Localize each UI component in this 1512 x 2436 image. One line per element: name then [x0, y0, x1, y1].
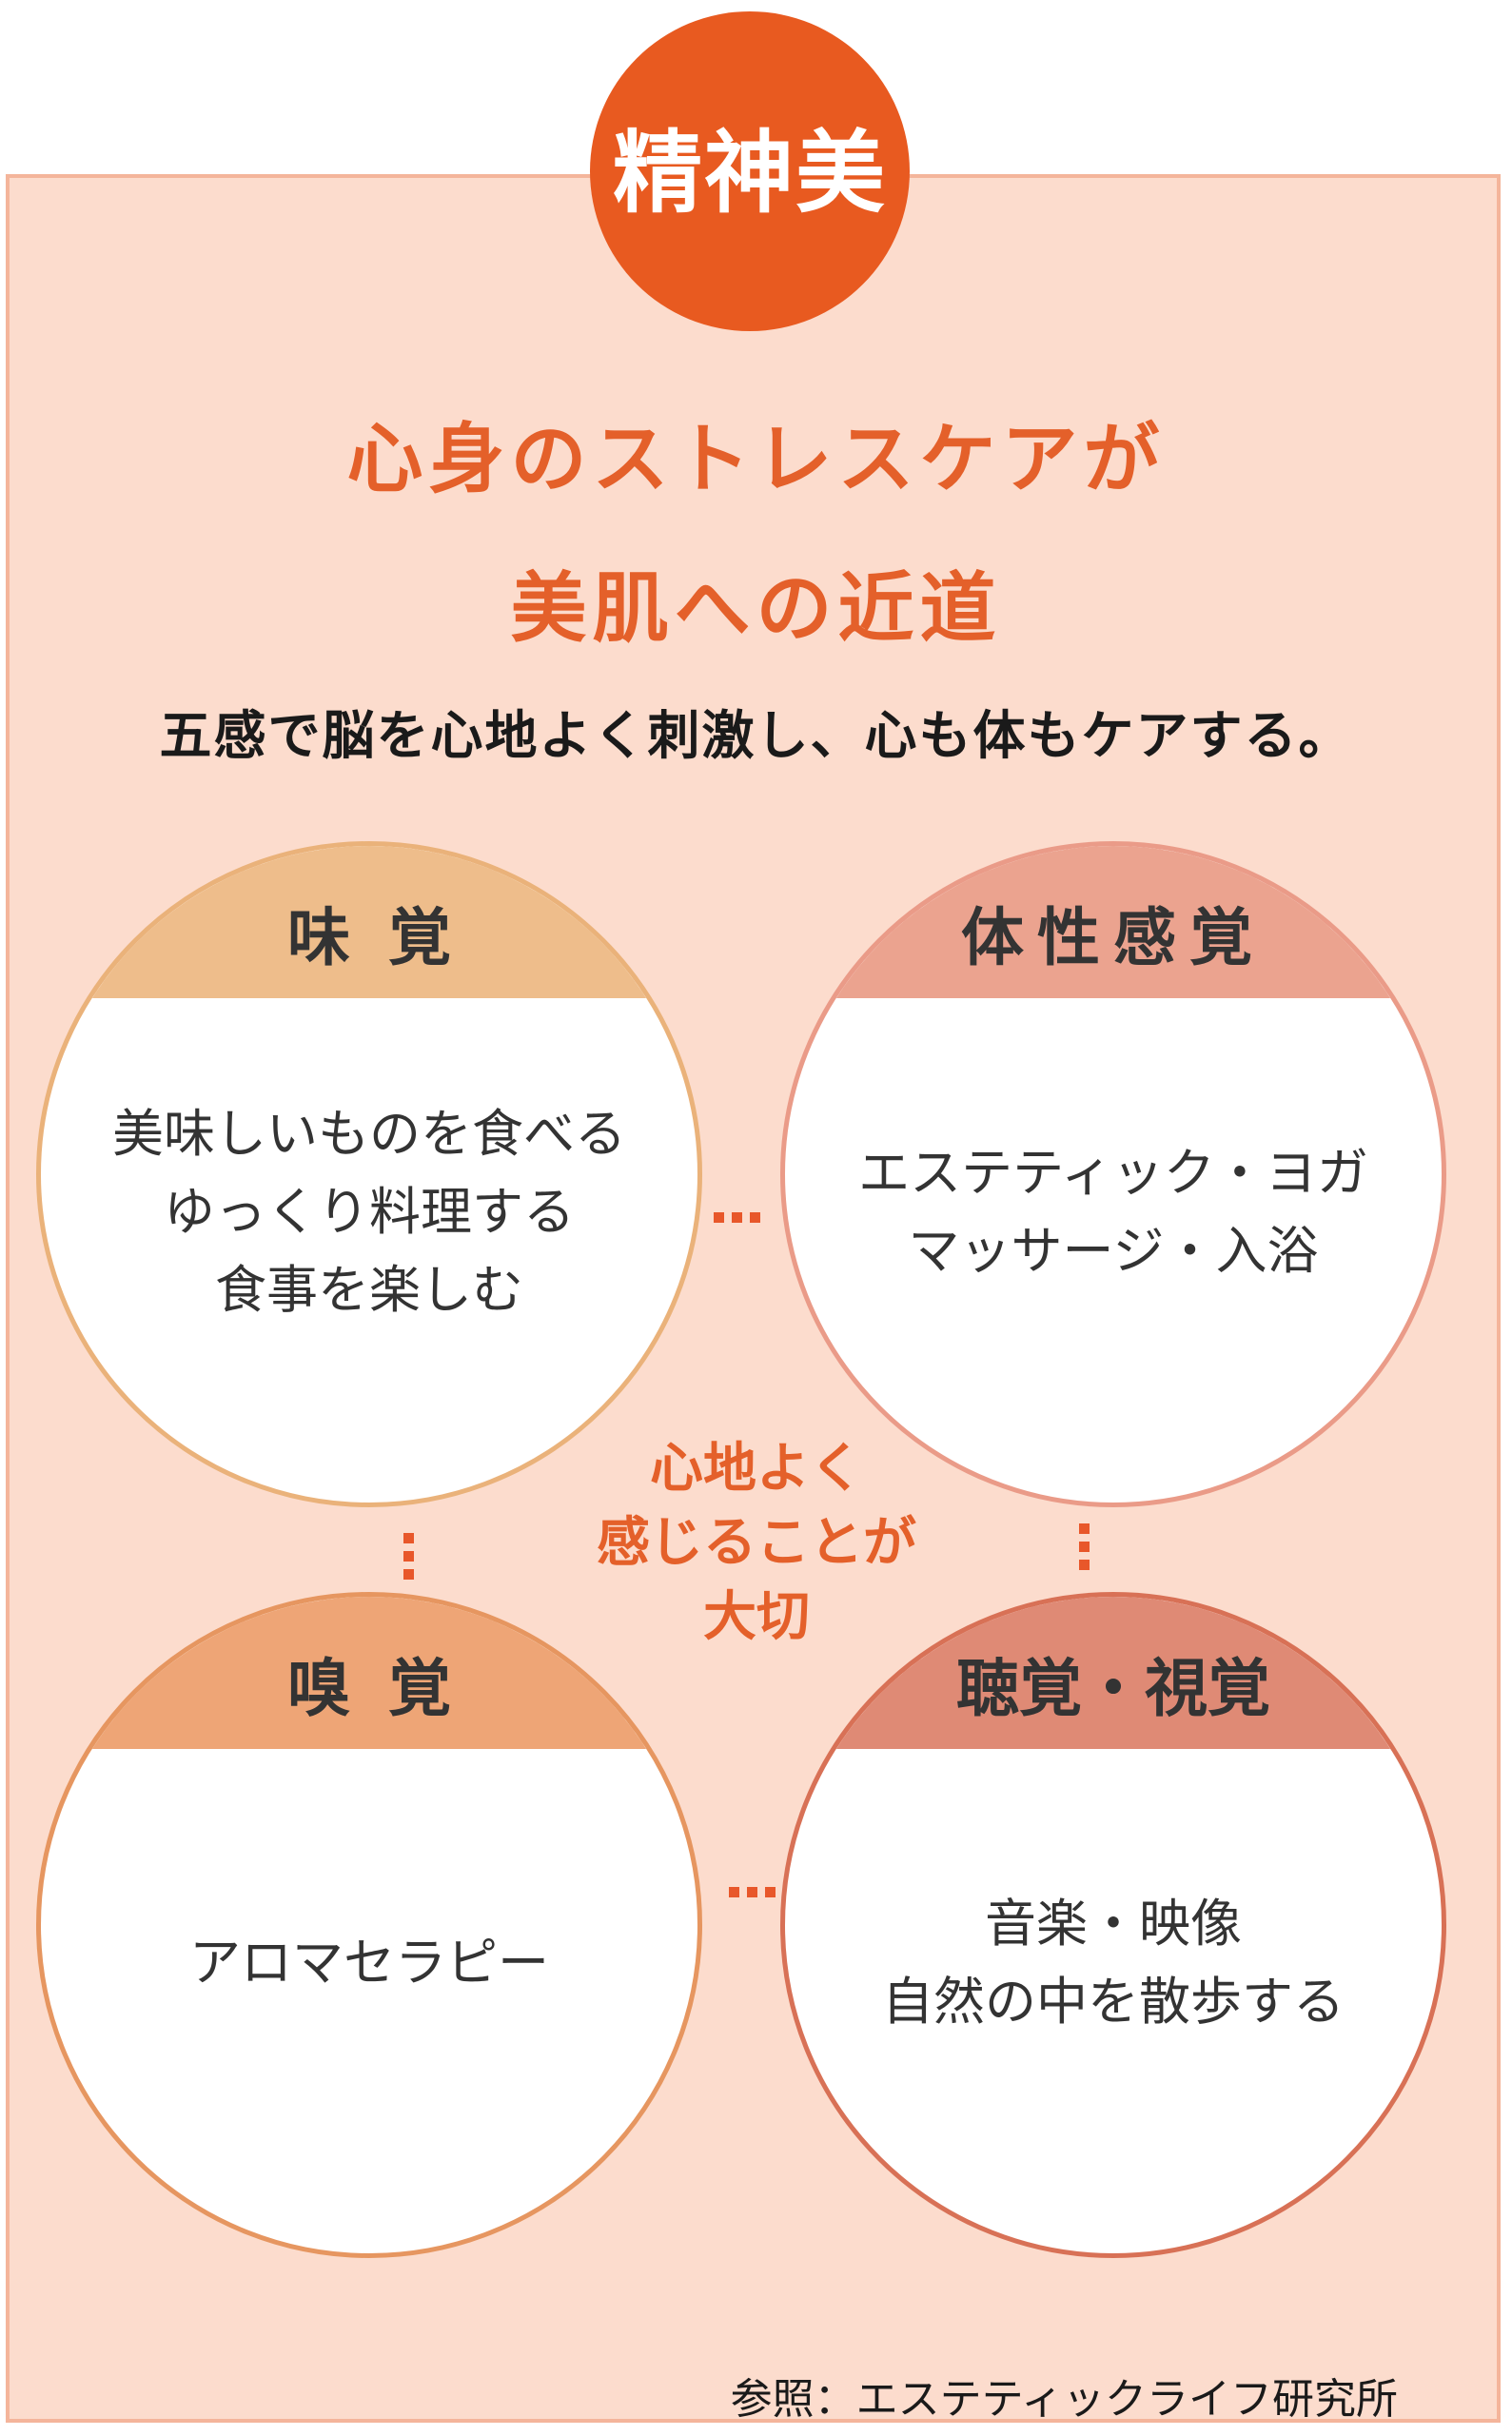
category-badge: 精神美: [590, 11, 910, 331]
center-message: 心地よく 感じることが 大切: [533, 1432, 980, 1655]
sense-line: ゆっくり料理する: [164, 1182, 575, 1242]
sense-body-somatic: エステティック・ヨガ マッサージ・入浴: [852, 998, 1375, 1426]
sense-line: アロマセラピー: [189, 1933, 549, 1993]
sense-circle-hearing-sight: 聴覚・視覚 音楽・映像 自然の中を散歩する: [780, 1592, 1446, 2258]
subtitle: 五感で脳を心地よく刺激し、心も体もケアする。: [159, 705, 1353, 766]
headline-line-2: 美肌への近道: [510, 564, 1002, 653]
connector-bottom: [729, 1887, 776, 1897]
center-line: 心地よく: [650, 1438, 863, 1500]
sense-line: 自然の中を散歩する: [882, 1972, 1345, 2032]
sense-body-taste: 美味しいものを食べる ゆっくり料理する 食事を楽しむ: [108, 998, 631, 1426]
headline-line-1: 心身のストレスケアが: [346, 415, 1166, 503]
connector-right: [1079, 1523, 1090, 1570]
source-credit: 参照：エステティックライフ研究所: [730, 2375, 1398, 2424]
sense-body-hearing-sight: 音楽・映像 自然の中を散歩する: [852, 1749, 1375, 2177]
sense-line: エステティック・ヨガ: [858, 1143, 1368, 1203]
center-line: 感じることが: [597, 1512, 916, 1574]
sense-title-smell: 嗅覚: [41, 1597, 697, 1749]
sense-line: 食事を楽しむ: [215, 1260, 523, 1320]
connector-top: [714, 1212, 760, 1223]
sense-circle-taste: 味覚 美味しいものを食べる ゆっくり料理する 食事を楽しむ: [36, 841, 702, 1507]
sense-title-somatic: 体性感覚: [785, 846, 1442, 998]
sense-body-smell: アロマセラピー: [108, 1749, 631, 2177]
center-line: 大切: [703, 1586, 810, 1648]
connector-left: [403, 1533, 414, 1580]
sense-line: 音楽・映像: [985, 1894, 1242, 1954]
sense-line: マッサージ・入浴: [908, 1221, 1319, 1281]
sense-title-taste: 味覚: [41, 846, 697, 998]
sense-line: 美味しいものを食べる: [112, 1104, 626, 1164]
sense-circle-somatic: 体性感覚 エステティック・ヨガ マッサージ・入浴: [780, 841, 1446, 1507]
badge-label: 精神美: [612, 122, 887, 226]
sense-title-hearing-sight: 聴覚・視覚: [785, 1597, 1442, 1749]
sense-circle-smell: 嗅覚 アロマセラピー: [36, 1592, 702, 2258]
